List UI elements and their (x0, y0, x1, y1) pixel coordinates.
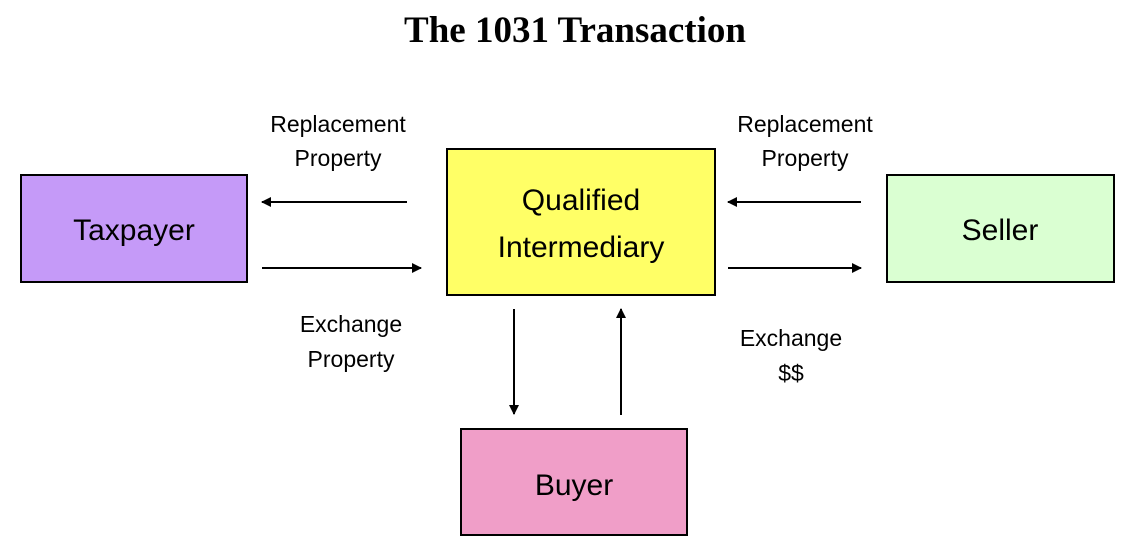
right-top-label-line2: Property (762, 145, 849, 171)
intermediary-label-line2: Intermediary (498, 231, 665, 264)
buyer-label: Buyer (535, 469, 613, 502)
taxpayer-box (20, 174, 248, 283)
intermediary-node: Qualified Intermediary (446, 148, 716, 296)
diagram-title: The 1031 Transaction (404, 10, 746, 51)
right-top-label-line1: Replacement (737, 111, 873, 137)
right-bottom-label-line2: $$ (778, 360, 804, 386)
buyer-box (460, 428, 688, 536)
seller-box (886, 174, 1115, 283)
left-bottom-label-line1: Exchange (300, 311, 402, 337)
seller-label: Seller (962, 214, 1039, 247)
taxpayer-label: Taxpayer (73, 214, 195, 247)
left-top-label-line1: Replacement (270, 111, 406, 137)
seller-node: Seller (886, 174, 1115, 283)
left-bottom-label-line2: Property (308, 346, 395, 372)
left-top-label-line2: Property (295, 145, 382, 171)
intermediary-label-line1: Qualified (522, 184, 640, 217)
buyer-node: Buyer (460, 428, 688, 536)
taxpayer-node: Taxpayer (20, 174, 248, 283)
right-bottom-label-line1: Exchange (740, 325, 842, 351)
intermediary-box (446, 148, 716, 296)
